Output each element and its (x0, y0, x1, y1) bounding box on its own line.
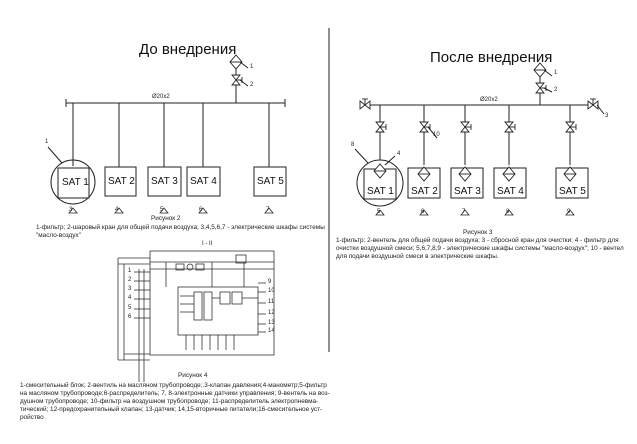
bottom-callout: 5 (128, 305, 132, 311)
left-callout: 7 (266, 207, 270, 213)
left-callout: 1 (250, 64, 254, 70)
bottom-callout: 14 (268, 328, 275, 334)
bottom-callout: 2 (128, 277, 132, 283)
right-callout: 10 (433, 132, 440, 138)
left-callout: 1 (45, 139, 49, 145)
sat-label: SAT 5 (559, 186, 586, 197)
bottom-callout: 4 (128, 295, 132, 301)
bottom-callout: 3 (128, 286, 132, 292)
figure-3-title: Рисунок 3 (463, 229, 493, 236)
sat-label: SAT 3 (454, 186, 481, 197)
right-callout: 7 (462, 209, 466, 215)
figure-4-caption-line: на масляном трубопроводе;6-распределител… (20, 390, 330, 397)
figure-4-title: Рисунок 4 (178, 372, 208, 379)
left-pipe-label: Ø20x2 (152, 94, 170, 100)
bottom-callout: 11 (268, 299, 275, 305)
figure-2-caption-line: "масло-воздух" (36, 232, 81, 239)
bottom-callout: 9 (268, 279, 272, 285)
left-diagram (47, 54, 287, 214)
right-callout: 3 (605, 113, 609, 119)
right-callout: 6 (421, 209, 425, 215)
sat-label: SAT 4 (497, 186, 524, 197)
right-callout: 4 (397, 151, 401, 157)
after-title: После внедрения (430, 49, 553, 66)
bottom-callout: 10 (268, 288, 275, 294)
bottom-callout: 12 (268, 310, 275, 316)
figure-3-caption-line: 1-фильтр; 2-вентель для общей подачи воз… (336, 237, 619, 244)
left-callout: 5 (160, 207, 164, 213)
figure-3-caption-line: для подачи воздушной смеси в электрическ… (336, 253, 499, 260)
right-diagram (354, 62, 605, 216)
figure-4-caption-line: душном трубопроводе; 10-фильтр на воздуш… (20, 398, 319, 405)
bottom-callout: 13 (268, 320, 275, 326)
left-callout: 6 (199, 207, 203, 213)
before-title: До внедрения (139, 41, 237, 58)
right-callout: 2 (554, 87, 558, 93)
figure-2-title: Рисунок 2 (151, 215, 181, 222)
right-callout: 1 (554, 70, 558, 76)
right-callout: 9 (567, 209, 571, 215)
sat-label: SAT 4 (190, 176, 217, 187)
sat-label: SAT 2 (411, 186, 438, 197)
right-callout: 8 (351, 142, 355, 148)
sat-label: SAT 2 (108, 176, 135, 187)
left-callout: 2 (250, 82, 254, 88)
sat-label: SAT 1 (367, 186, 394, 197)
bottom-diagram (117, 250, 275, 382)
right-callout: 5 (377, 209, 381, 215)
sat-label: SAT 1 (62, 177, 89, 188)
sat-label: SAT 5 (257, 176, 284, 187)
bottom-callout: 6 (128, 314, 132, 320)
right-callout: 8 (506, 209, 510, 215)
figure-4-caption-line: ройство (20, 414, 44, 421)
figure-4-caption-line: 1-смесительный блок; 2-вентиль на маслян… (20, 382, 327, 389)
figure-3-caption-line: очистки воздушной смеси; 5,6,7,8,9 - эле… (336, 245, 624, 252)
bottom-callout: 1 (128, 268, 132, 274)
sat-label: SAT 3 (151, 176, 178, 187)
left-callout: 4 (115, 207, 119, 213)
section-label: I - II (202, 241, 213, 247)
left-callout: 3 (69, 207, 73, 213)
figure-4-caption-line: тический; 12-предохранительный клапан; 1… (20, 406, 323, 413)
figure-2-caption-line: 1-фильтр; 2-шаровый кран для общей подач… (36, 224, 325, 231)
right-pipe-label: Ø20x2 (480, 97, 498, 103)
